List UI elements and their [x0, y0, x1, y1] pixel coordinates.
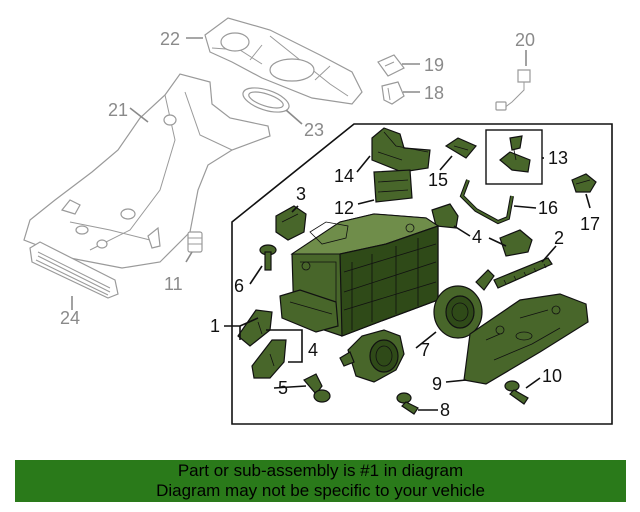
- callout-16: 16: [538, 198, 558, 218]
- part-9-duct-cover: [463, 293, 589, 385]
- assembly-frame: [231, 123, 613, 425]
- part-6-bolt: [259, 244, 277, 271]
- callout-23: 23: [304, 120, 324, 140]
- callout-17: 17: [580, 214, 600, 234]
- part-16-cable: [459, 179, 514, 225]
- part-4-bracket-upper: [431, 203, 533, 257]
- callout-2: 2: [554, 228, 564, 248]
- part-13-frame: [485, 129, 543, 185]
- part-15-pad: [444, 137, 477, 159]
- callout-18: 18: [424, 83, 444, 103]
- callout-14: 14: [334, 166, 354, 186]
- callout-4-lower: 4: [308, 340, 318, 360]
- part-13-clip: [499, 135, 531, 173]
- part-17-screw: [571, 173, 597, 193]
- callouts: 22 19 18 20 21 23 24 11 14 15 13 12 3 16…: [60, 29, 600, 420]
- callout-3: 3: [296, 184, 306, 204]
- part-8-screw: [396, 392, 419, 415]
- callout-11: 11: [164, 274, 183, 294]
- part-7-fan-ring: [433, 269, 495, 339]
- parts-diagram: 22 19 18 20 21 23 24 11 14 15 13 12 3 16…: [23, 17, 613, 425]
- callout-6: 6: [234, 276, 244, 296]
- part-3-block: [275, 205, 307, 241]
- callout-20: 20: [515, 30, 535, 50]
- callout-19: 19: [424, 55, 444, 75]
- part-21-console-carrier: [23, 73, 271, 269]
- part-14-upper-bracket: [371, 127, 431, 173]
- part-2-strip: [493, 257, 553, 289]
- part-5-bolt: [303, 373, 331, 403]
- disclaimer-banner: Part or sub-assembly is #1 in diagram Di…: [15, 460, 626, 502]
- part-18-bracket: [381, 81, 405, 105]
- disclaimer-line-2: Diagram may not be specific to your vehi…: [156, 481, 485, 500]
- part-4-bracket-lower: [237, 309, 287, 379]
- callout-4-upper: 4: [472, 227, 482, 247]
- callout-15: 15: [428, 170, 448, 190]
- part-12-module: [373, 169, 413, 203]
- part-7-blower-fan: [339, 329, 405, 383]
- part-1-main-housing: [279, 213, 440, 337]
- callout-5: 5: [278, 378, 288, 398]
- callout-12: 12: [334, 198, 354, 218]
- callout-7: 7: [420, 340, 430, 360]
- callout-21: 21: [108, 100, 128, 120]
- disclaimer-line-1: Part or sub-assembly is #1 in diagram: [177, 461, 464, 480]
- callout-1: 1: [210, 316, 220, 336]
- part-11-connector: [187, 231, 203, 253]
- callout-10: 10: [542, 366, 562, 386]
- callout-22: 22: [160, 29, 180, 49]
- callout-24: 24: [60, 308, 80, 328]
- callout-8: 8: [440, 400, 450, 420]
- part-10-screw: [504, 380, 529, 405]
- leader-lines: [71, 37, 591, 411]
- part-23-seal-ring: [242, 87, 290, 113]
- part-20-wire-pigtail: [495, 69, 531, 111]
- callout-13: 13: [548, 148, 568, 168]
- callout-9: 9: [432, 374, 442, 394]
- part-24-grille-strip: [29, 241, 119, 299]
- part-19-switch-cap: [377, 54, 405, 77]
- part-22-air-duct: [204, 17, 363, 105]
